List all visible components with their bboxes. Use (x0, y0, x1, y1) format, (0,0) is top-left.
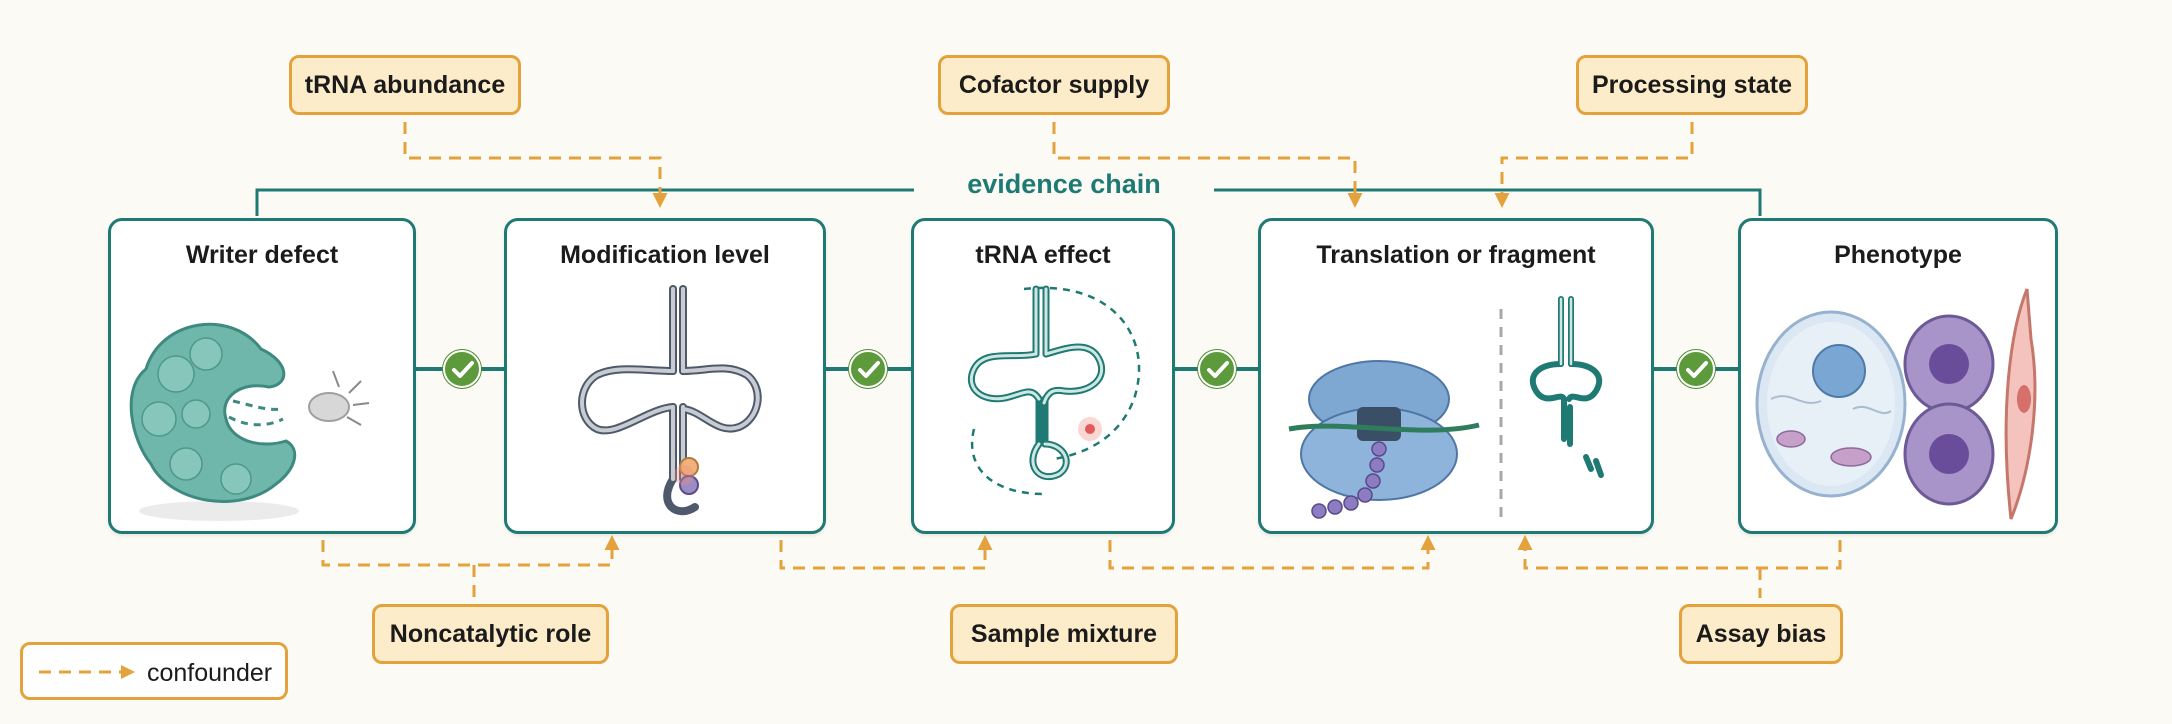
cells-icon (1755, 288, 2037, 520)
confounder-arrow-noncatalytic-role (321, 535, 620, 567)
check-icon (849, 350, 887, 388)
ribosome-and-fragment-icon (1288, 296, 1604, 519)
confounder-assay-bias: Assay bias (1679, 604, 1843, 664)
misfolded-trna-icon (968, 285, 1141, 496)
modified-trna-icon (578, 285, 762, 516)
stage-writer-defect: Writer defect (108, 218, 416, 534)
dashed-arrow-icon (39, 665, 135, 679)
stage-trna-effect: tRNA effect (911, 218, 1175, 534)
enzyme-icon (129, 322, 370, 521)
confounder-arrow-assay-bias (1517, 535, 1842, 570)
legend-label: confounder (147, 659, 273, 687)
stage-title: Writer defect (185, 241, 339, 269)
confounder-arrow-trna-abundance (403, 122, 668, 208)
stage-title: Modification level (560, 241, 770, 269)
check-icon (443, 350, 481, 388)
confounder-processing-state: Processing state (1576, 55, 1808, 115)
stage-modification-level: Modification level (504, 218, 826, 534)
evidence-chain-label: evidence chain (914, 169, 1214, 200)
stage-title: Translation or fragment (1316, 241, 1596, 269)
confounder-arrow-sample-mixture (779, 535, 993, 570)
confounder-arrow-processing-state (1494, 122, 1694, 208)
stage-phenotype: Phenotype (1738, 218, 2058, 534)
confounder-cofactor-supply: Cofactor supply (938, 55, 1170, 115)
check-icon (1198, 350, 1236, 388)
check-icon (1677, 350, 1715, 388)
confounder-sample-mixture: Sample mixture (950, 604, 1178, 664)
confounder-trna-abundance: tRNA abundance (289, 55, 521, 115)
confounder-noncatalytic-role: Noncatalytic role (372, 604, 609, 664)
stage-title: tRNA effect (975, 241, 1111, 269)
legend: confounder (20, 642, 288, 700)
stage-title: Phenotype (1834, 241, 1962, 269)
confounder-arrow-cofactor-supply (1052, 122, 1363, 208)
stage-translation-or-fragment: Translation or fragment (1258, 218, 1654, 534)
confounder-arrow-sample-mixture-2 (1108, 535, 1436, 570)
